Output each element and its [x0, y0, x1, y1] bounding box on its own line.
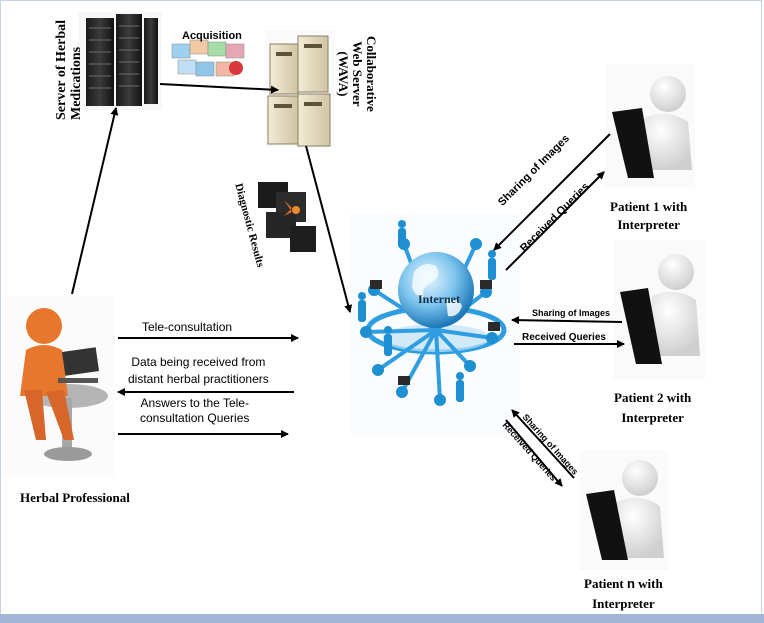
arrow-queries-1 [505, 171, 605, 271]
herbal-professional-label: Herbal Professional [20, 490, 130, 505]
flow-arrows [71, 83, 625, 487]
arrow-sharing-1 [493, 133, 611, 251]
patient1-icon [605, 64, 695, 188]
web-server-icon [265, 30, 335, 148]
data-received-label: Data being received from distant herbal … [128, 355, 269, 386]
sharing-images-2-label: Sharing of Images [532, 308, 611, 318]
web-server-label: Collaborative Web Server (WAVA) [336, 36, 379, 112]
internet-label: Internet [418, 292, 460, 306]
answers-label: Answers to the Tele- consultation Querie… [140, 396, 250, 425]
bottom-border-bar [0, 614, 764, 623]
arrow-queries-n [505, 419, 563, 487]
received-queries-2-label: Received Queries [522, 332, 606, 343]
internet-network-icon [350, 212, 520, 434]
patient2-icon [613, 240, 705, 380]
herbal-server-icon [78, 12, 162, 110]
herbal-professional-icon [2, 296, 114, 476]
patientn-icon [580, 450, 668, 570]
diagnostic-images-icon [258, 182, 316, 252]
arrow-acquisition [159, 83, 279, 94]
patientn-label: Patient n with Interpreter [584, 576, 663, 611]
acquisition-images-icon [171, 39, 245, 77]
arrow-webserver-to-internet [305, 145, 353, 313]
herbal-server-label: Server of Herbal Medications [54, 19, 84, 120]
patient2-label: Patient 2 with Interpreter [614, 390, 692, 425]
acquisition-label: Acquisition [182, 30, 242, 42]
patient1-label: Patient 1 with Interpreter [610, 199, 688, 232]
arrow-professional-to-server [71, 107, 119, 295]
arrow-sharing-n [511, 409, 575, 479]
teleconsultation-label: Tele-consultation [142, 320, 233, 334]
arrow-sharing-2 [511, 316, 623, 325]
